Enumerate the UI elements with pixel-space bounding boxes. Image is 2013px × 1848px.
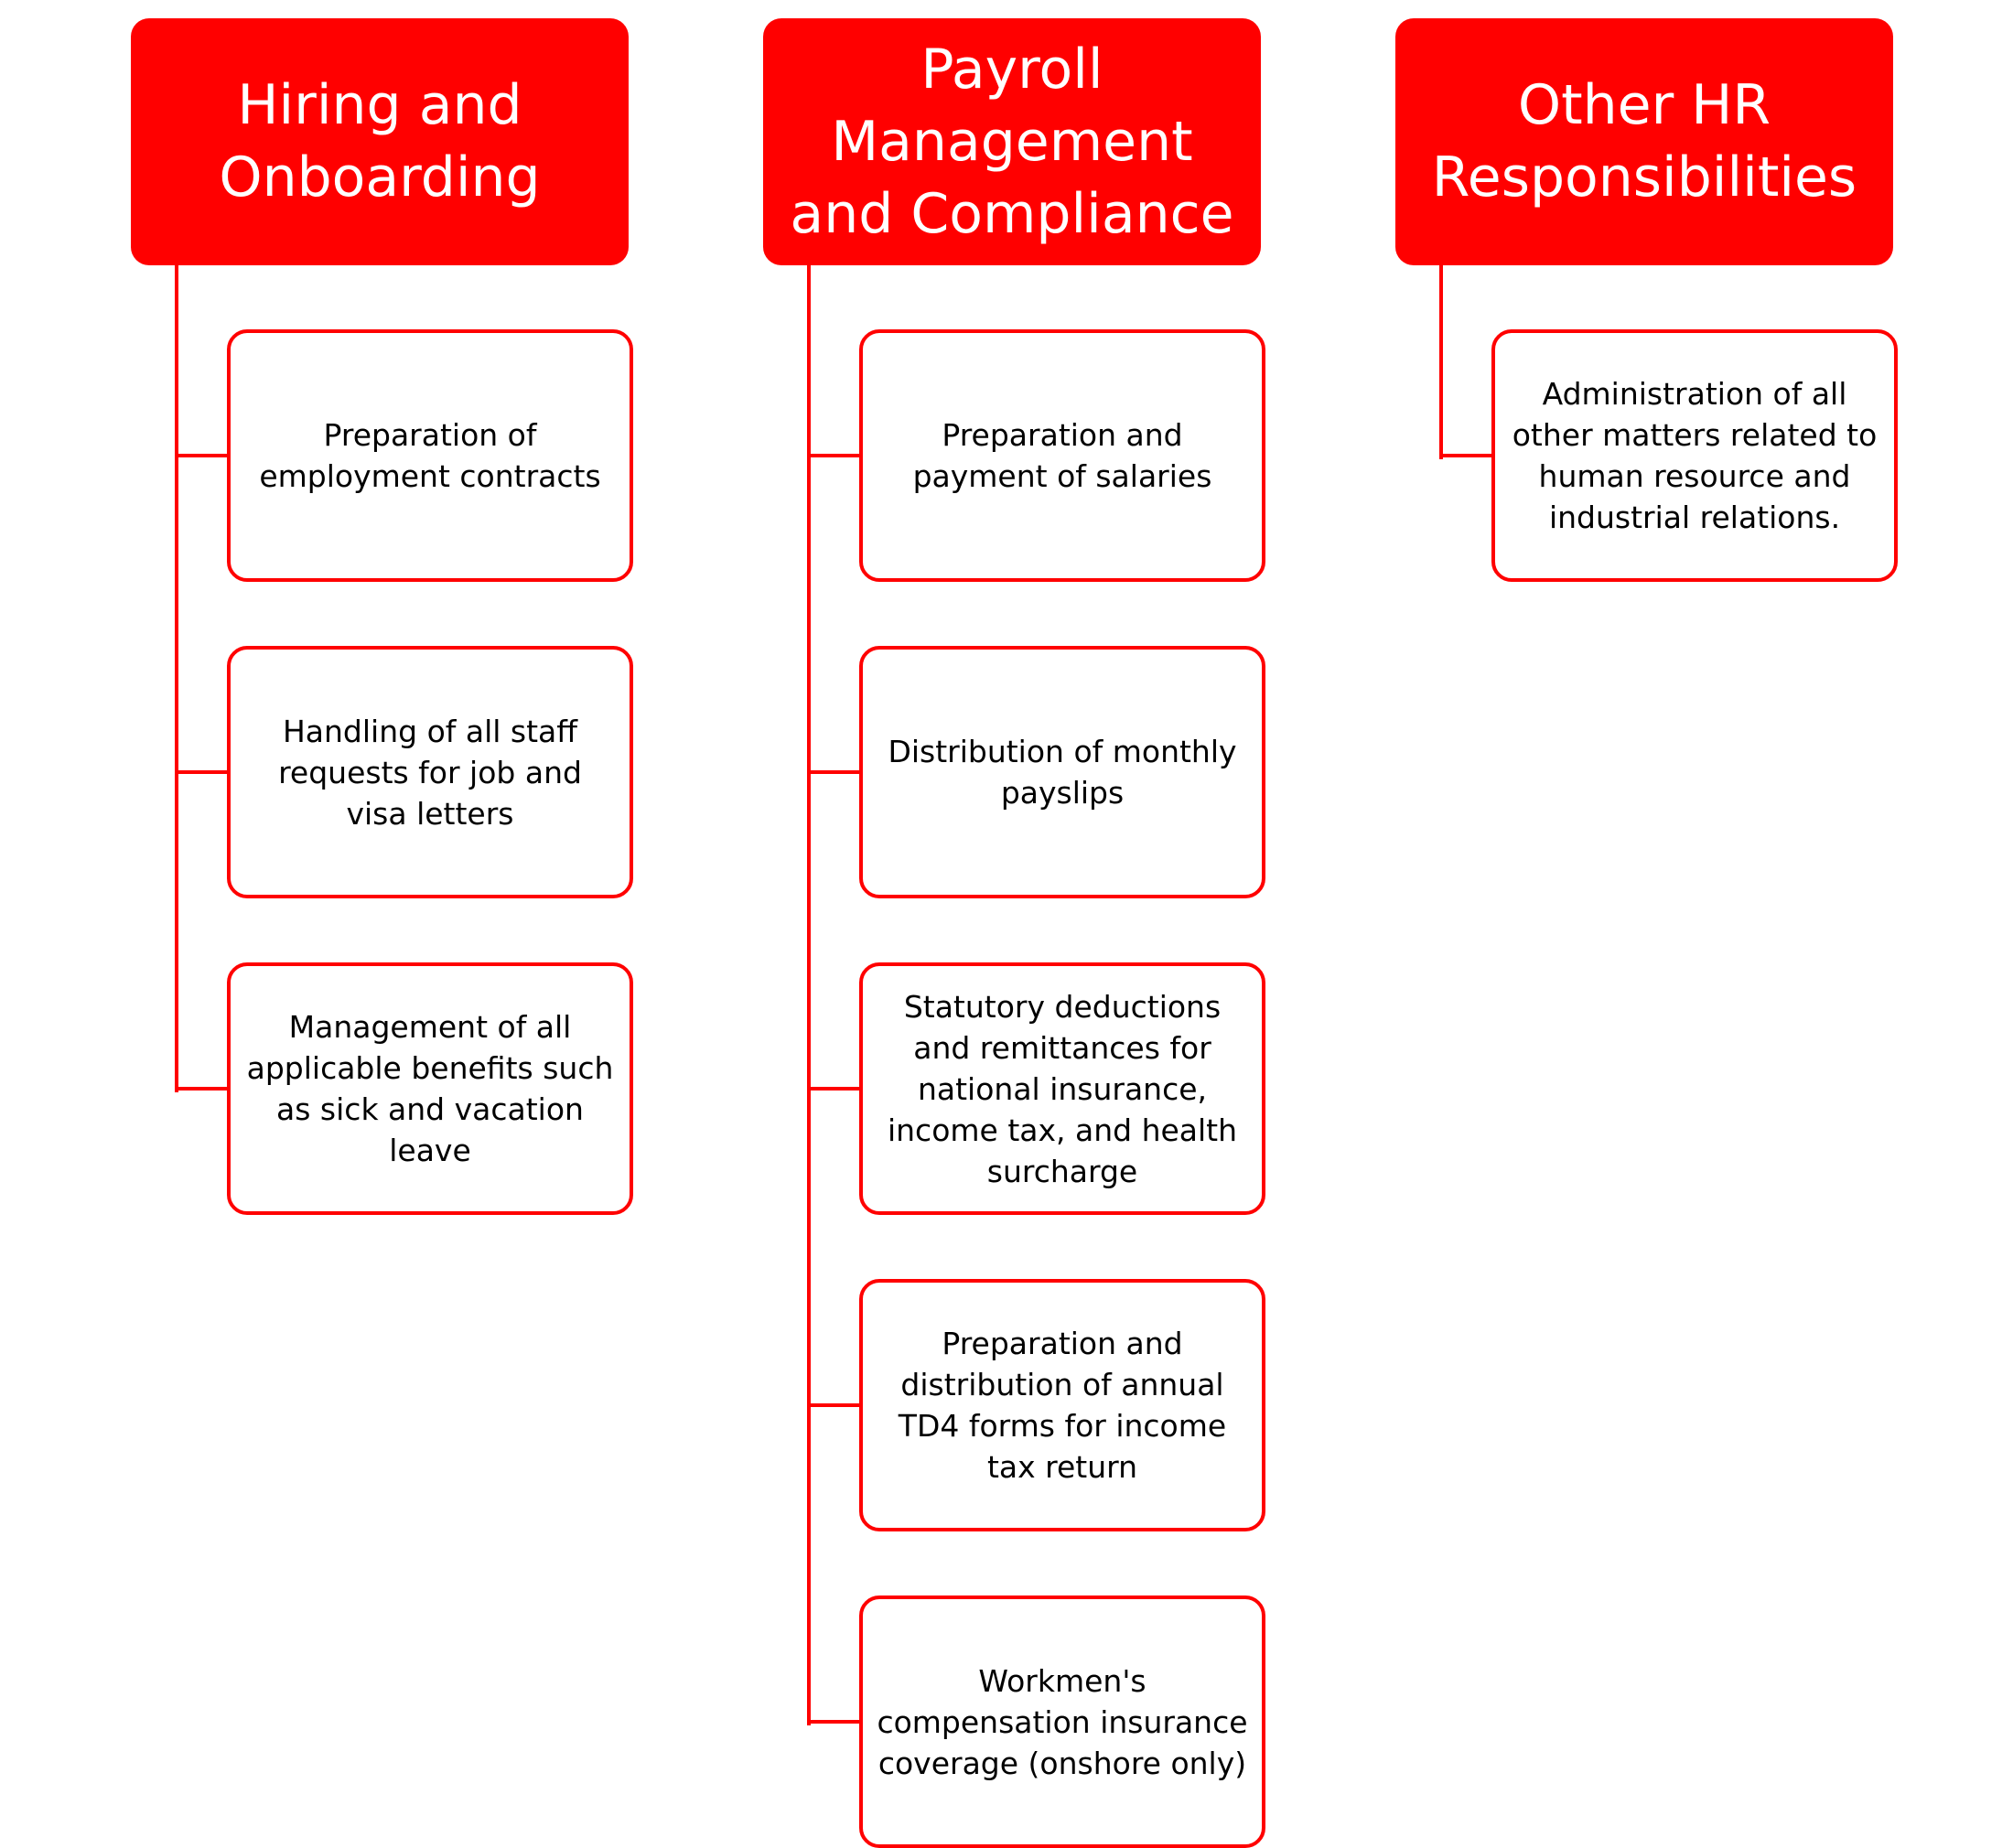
node-td4-forms: Preparation and distribution of annual T… bbox=[859, 1279, 1265, 1531]
node-workmens-compensation: Workmen's compensation insurance coverag… bbox=[859, 1596, 1265, 1848]
node-employment-contracts: Preparation of employment contracts bbox=[227, 329, 633, 582]
node-job-and-visa-letters: Handling of all staff requests for job a… bbox=[227, 646, 633, 898]
node-salaries: Preparation and payment of salaries bbox=[859, 329, 1265, 582]
header-hiring-and-onboarding: Hiring and Onboarding bbox=[131, 18, 629, 265]
node-other-hr-administration: Administration of all other matters rela… bbox=[1491, 329, 1898, 582]
node-monthly-payslips: Distribution of monthly payslips bbox=[859, 646, 1265, 898]
node-statutory-deductions: Statutory deductions and remittances for… bbox=[859, 962, 1265, 1215]
header-other-hr-responsibilities: Other HR Responsibilities bbox=[1395, 18, 1893, 265]
header-payroll-management-and-compliance: Payroll Management and Compliance bbox=[763, 18, 1261, 265]
node-benefits-management: Management of all applicable benefits su… bbox=[227, 962, 633, 1215]
